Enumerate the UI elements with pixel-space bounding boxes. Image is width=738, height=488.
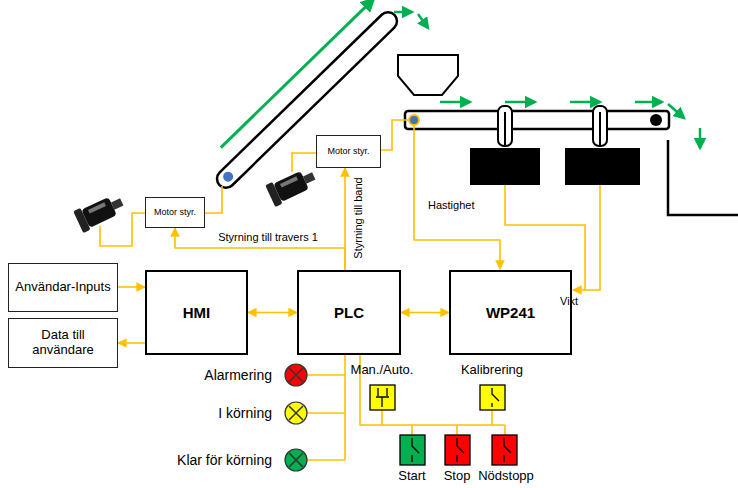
- inclined-conveyor: [201, 0, 400, 192]
- signal-wire: [100, 120, 600, 460]
- controller-box: Motor styr.: [145, 197, 205, 228]
- switch-label: Man./Auto.: [351, 363, 414, 378]
- lamp-label: I körning: [218, 405, 272, 421]
- signal-name: Vikt: [560, 295, 578, 308]
- chute: [668, 140, 738, 215]
- button-label: Stop: [444, 469, 471, 484]
- belt-conveyor: [405, 111, 669, 129]
- controller-box: Motor styr.: [316, 135, 381, 168]
- signal-connector: [118, 342, 145, 344]
- signal-connector: [344, 168, 346, 270]
- io-box: Data till användare: [8, 318, 118, 368]
- edge-label: Styrning till travers 1: [216, 231, 320, 244]
- process-box: WP241: [449, 270, 572, 355]
- box-label: Användar-Inputs: [11, 280, 114, 295]
- box-label: PLC: [330, 304, 368, 321]
- box-label: Data till användare: [9, 328, 117, 358]
- switch-symbol: [370, 385, 517, 465]
- box-label: Motor styr.: [323, 146, 373, 156]
- signal-name: Hastighet: [428, 199, 474, 212]
- box-label: WP241: [482, 304, 539, 321]
- weigh-cell: [470, 106, 640, 185]
- button-label: Nödstopp: [478, 469, 534, 484]
- process-box: PLC: [297, 270, 401, 355]
- switch-label: Kalibrering: [461, 363, 523, 378]
- signal-connector: [175, 228, 345, 270]
- box-label: Motor styr.: [150, 207, 200, 217]
- edge-label: Styrning till band: [352, 175, 365, 260]
- speed-sensor: [409, 115, 419, 125]
- indicator-lamp: [285, 364, 307, 471]
- lamp-label: Klar för körning: [177, 452, 272, 468]
- signal-connector: [401, 312, 449, 314]
- signal-connector: [248, 312, 297, 314]
- lamp-label: Alarmering: [204, 367, 272, 383]
- process-box: HMI: [145, 270, 248, 355]
- flow-arrows: [394, 12, 700, 148]
- box-label: HMI: [179, 304, 215, 321]
- signal-connector: [118, 286, 145, 288]
- button-label: Start: [398, 469, 425, 484]
- end-roller: [650, 114, 662, 126]
- io-box: Användar-Inputs: [8, 263, 118, 312]
- hopper: [398, 55, 458, 95]
